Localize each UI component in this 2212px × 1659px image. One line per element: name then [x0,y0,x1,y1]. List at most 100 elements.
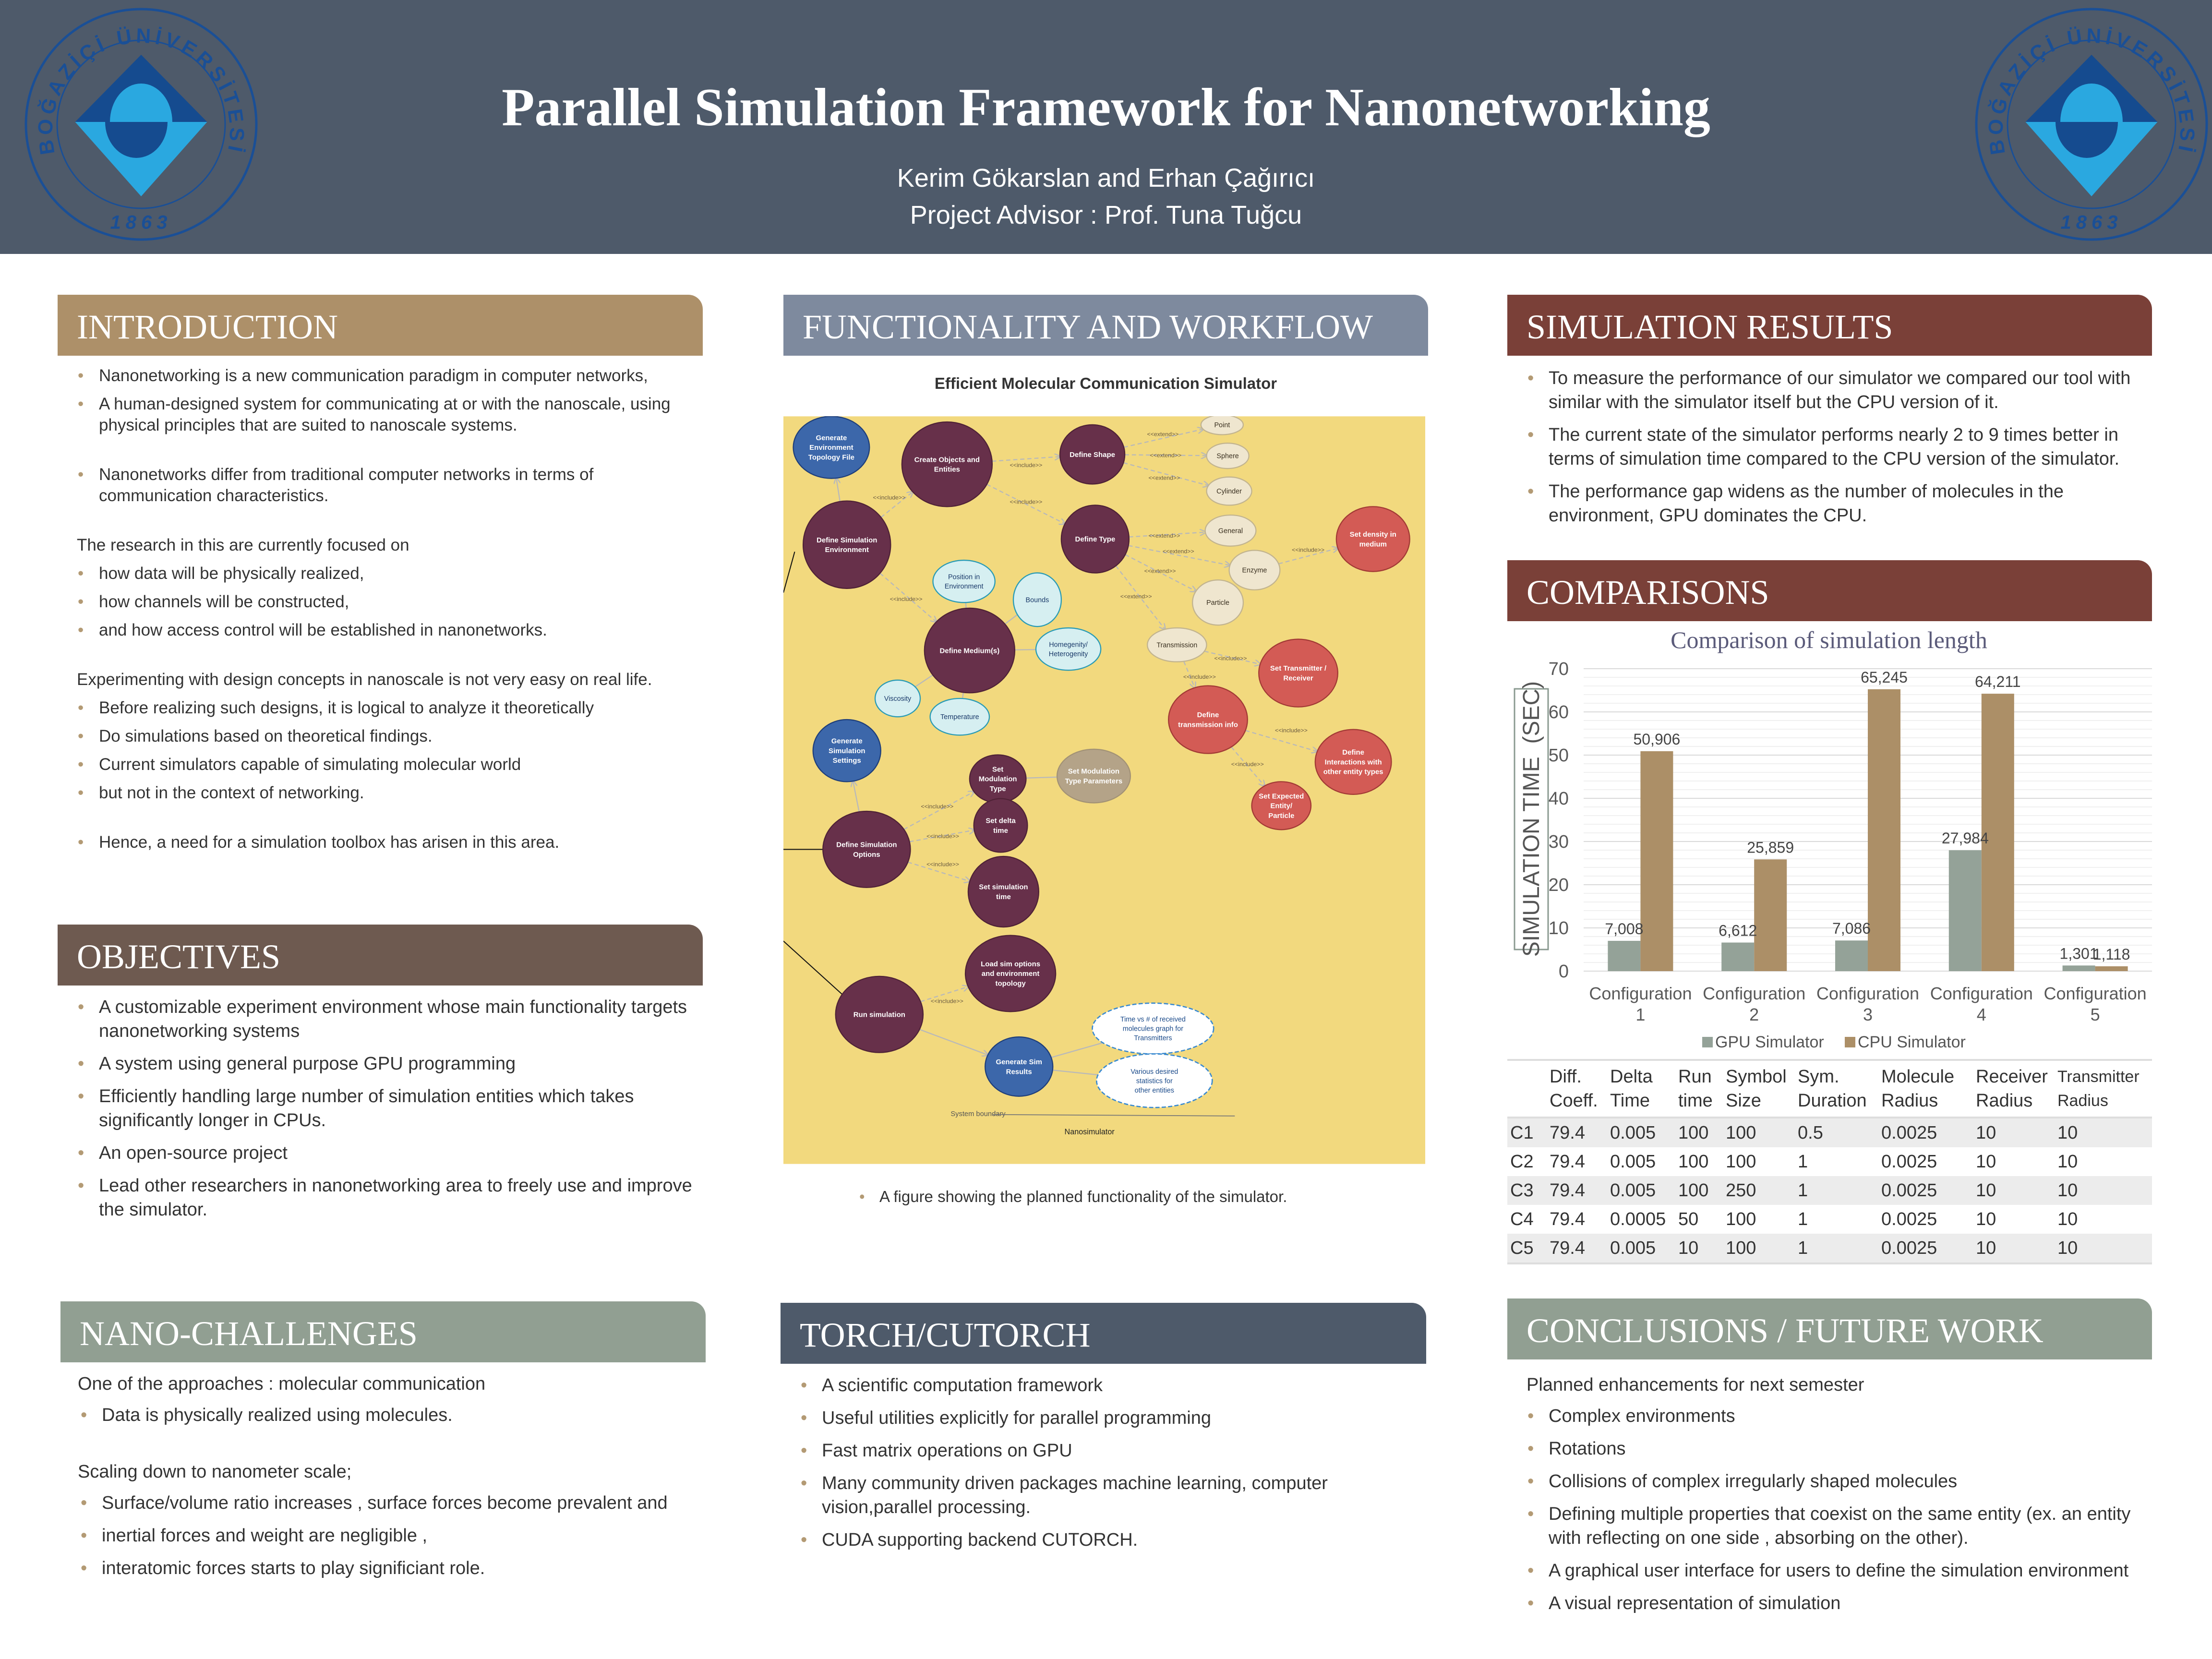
use-case-label: Temperature [940,713,979,721]
table-cell: 10 [1678,1234,1726,1263]
use-case-ellipse [985,1036,1054,1097]
list-item: An open-source project [58,1141,703,1165]
bar-cpu [1981,694,2014,971]
use-case-label: Set Transmitter /Receiver [1270,664,1327,682]
use-case-label: Cylinder [1216,488,1242,495]
x-category-label: Configuration [1930,984,2033,1003]
conclusions-section: CONCLUSIONS / FUTURE WORK Planned enhanc… [1507,1298,2152,1624]
edge-label: <<include>> [931,998,963,1005]
table-cell: 1 [1798,1152,1808,1172]
list-item: Nanonetworks differ from traditional com… [58,464,703,506]
diagram-edge [962,692,964,699]
use-case-label: Define Shape [1070,451,1115,459]
legend-cpu: CPU Simulator [1858,1033,1966,1051]
list-item: interatomic forces starts to play signif… [60,1556,706,1580]
bar-cpu [1868,689,1900,971]
edge-label: <<include>> [1214,655,1247,662]
use-case-homo: Homegenity/Heterogenity [1035,627,1102,671]
use-case-label: Homegenity/Heterogenity [1049,641,1088,658]
edge-label: <<extend>> [1148,475,1180,481]
diagram-title: Efficient Molecular Communication Simula… [934,374,1277,392]
introduction-section: INTRODUCTION Nanonetworking is a new com… [58,295,703,860]
paragraph: The research in this are currently focus… [77,536,409,554]
use-case-ellipse [932,559,996,603]
y-tick-label: 50 [1549,745,1569,766]
section-heading: COMPARISONS [1507,560,2152,621]
use-case-ellipse [1206,442,1250,469]
use-case-cylinder: Cylinder [1206,476,1252,506]
list-item: A visual representation of simulation [1507,1591,2152,1615]
table-cell: 0.005 [1610,1152,1656,1172]
diagram-edge [1115,565,1165,629]
data-label: 25,859 [1747,839,1794,856]
use-case-ellipse [1060,505,1130,574]
use-case-ellipse [1035,627,1102,671]
table-cell: 10 [2057,1176,2152,1205]
list-item: Defining multiple properties that coexis… [1507,1502,2152,1550]
table-cell: 100 [1726,1209,1756,1229]
table-cell: 10 [1976,1176,2057,1205]
use-case-ellipse [929,697,990,736]
system-boundary-label: System boundary [950,1110,1006,1118]
list-item: To measure the performance of our simula… [1507,366,2152,414]
use-case-medium: Define Medium(s) [924,607,1016,694]
diagram-edge [1123,462,1208,485]
poster-title: Parallel Simulation Framework for Nanone… [502,78,1710,137]
use-case-label: Point [1214,421,1230,429]
y-tick-label: 40 [1549,789,1569,809]
use-case-enzyme: Enzyme [1228,550,1281,590]
logo-outer-ring [1975,8,2208,241]
use-case-label: Bounds [1026,596,1049,604]
diagram-edge [1278,548,1338,565]
data-label: 50,906 [1633,731,1680,748]
x-category-label: Configuration [1816,984,1919,1003]
simulation-results-section: SIMULATION RESULTS To measure the perfor… [1507,295,2152,536]
edge-label: <<extend>> [1163,548,1194,554]
use-case-ellipse [1012,572,1062,627]
data-label: 7,086 [1832,920,1871,937]
table-cell: 0.0025 [1881,1209,1937,1229]
data-label: 1,301 [2060,945,2098,962]
table-cell: C4 [1510,1209,1534,1229]
table-cell: 10 [1976,1152,1996,1172]
x-category-label: 4 [1977,1005,1986,1024]
table-cell: 100 [1726,1234,1798,1263]
edge-label: <<include>> [1183,673,1216,680]
x-category-label: Configuration [1703,984,1805,1003]
bar-cpu [1754,859,1787,971]
use-case-ellipse [1204,514,1257,547]
data-label: 1,118 [2093,946,2130,963]
use-case-ellipse [1251,781,1312,830]
diagram-edge [992,457,1060,462]
column-header [1507,1060,1550,1118]
table-cell: 10 [1976,1118,2057,1147]
edge-label: <<extend>> [1144,567,1176,574]
use-case-sphere: Sphere [1206,442,1250,469]
list-item: inertial forces and weight are negligibl… [60,1524,706,1548]
list-item: Rotations [1507,1437,2152,1461]
use-case-temperature: Temperature [929,697,990,736]
list-item: Data is physically realized using molecu… [60,1403,706,1427]
diagram-edge [914,674,933,687]
diagram-edge [909,830,974,842]
use-case-particle: Particle [1191,579,1244,626]
use-case-label: Define Medium(s) [940,647,1000,655]
actor-link [783,940,845,997]
list-item: Nanonetworking is a new communication pa… [58,365,703,386]
x-category-label: 5 [2091,1005,2100,1024]
